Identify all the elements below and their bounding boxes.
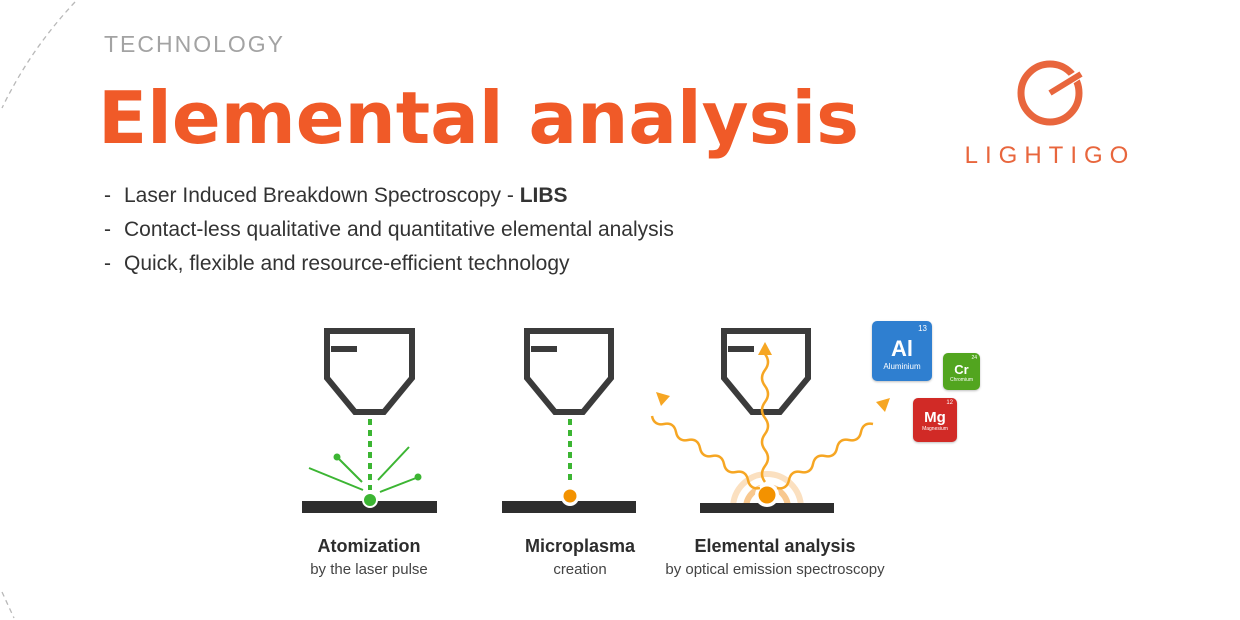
bullet-dash: - [104,252,111,275]
element-symbol: Cr [954,362,969,377]
atomization-illustration [302,328,437,513]
microplasma-spot [563,489,577,503]
step-subtitle: creation [553,561,607,578]
step-title: Elemental analysis [694,536,856,556]
bullet-item: -Contact-less qualitative and quantitati… [104,216,674,250]
microplasma-illustration [502,328,636,513]
step-subtitle: by the laser pulse [310,561,428,578]
element-tile-aluminium: 13 Al Aluminium [872,321,932,381]
element-tile-chromium: 24 Cr Chromium [943,353,980,390]
step-caption-atomization: Atomization by the laser pulse [289,536,449,578]
step-subtitle: by optical emission spectroscopy [665,561,885,578]
sample-surface [502,501,636,513]
bullet-text: Quick, flexible and resource-efficient t… [124,252,570,275]
sample-surface [700,503,834,513]
bullet-text: Contact-less qualitative and quantitativ… [124,218,674,241]
step-title: Microplasma [524,536,636,556]
emission-ring-outer [730,471,804,509]
lightigo-logo: LIGHTIGO [955,58,1145,169]
element-tile-magnesium: 12 Mg Magnesium [913,398,957,442]
element-number: 24 [971,355,977,361]
bullet-dash: - [104,184,111,207]
element-number: 12 [946,400,953,406]
step-caption-microplasma: Microplasma creation [500,536,660,578]
element-symbol: Al [891,336,913,361]
atomization-spot [362,492,378,508]
emission-waves [650,353,874,490]
emission-illustration [650,328,890,513]
element-symbol: Mg [924,409,946,426]
bullet-text: Laser Induced Breakdown Spectroscopy - [124,184,520,207]
step-title: Atomization [317,536,421,556]
bullet-list: -Laser Induced Breakdown Spectroscopy - … [104,182,674,284]
element-name: Aluminium [883,362,921,371]
bullet-item: -Quick, flexible and resource-efficient … [104,250,674,284]
spray-lines [308,446,422,493]
slide-title: Elemental analysis [98,76,859,160]
section-eyebrow: TECHNOLOGY [104,31,286,57]
bullet-strong: LIBS [519,184,568,207]
decorative-dashed-arc [1,1,76,619]
laser-head-icon [721,328,811,415]
element-name: Magnesium [922,426,948,432]
emission-arrowheads [656,342,890,412]
logo-wordmark: LIGHTIGO [964,142,1136,169]
laser-head-icon [324,328,415,415]
bullet-dash: - [104,218,111,241]
element-number: 13 [918,324,927,333]
step-caption-elemental-analysis: Elemental analysis by optical emission s… [650,536,900,578]
element-name: Chromium [949,377,974,383]
plasma-spot [758,486,776,504]
bullet-item: -Laser Induced Breakdown Spectroscopy - … [104,182,674,216]
logo-mark-icon [1017,60,1086,126]
laser-head-icon [524,328,614,415]
